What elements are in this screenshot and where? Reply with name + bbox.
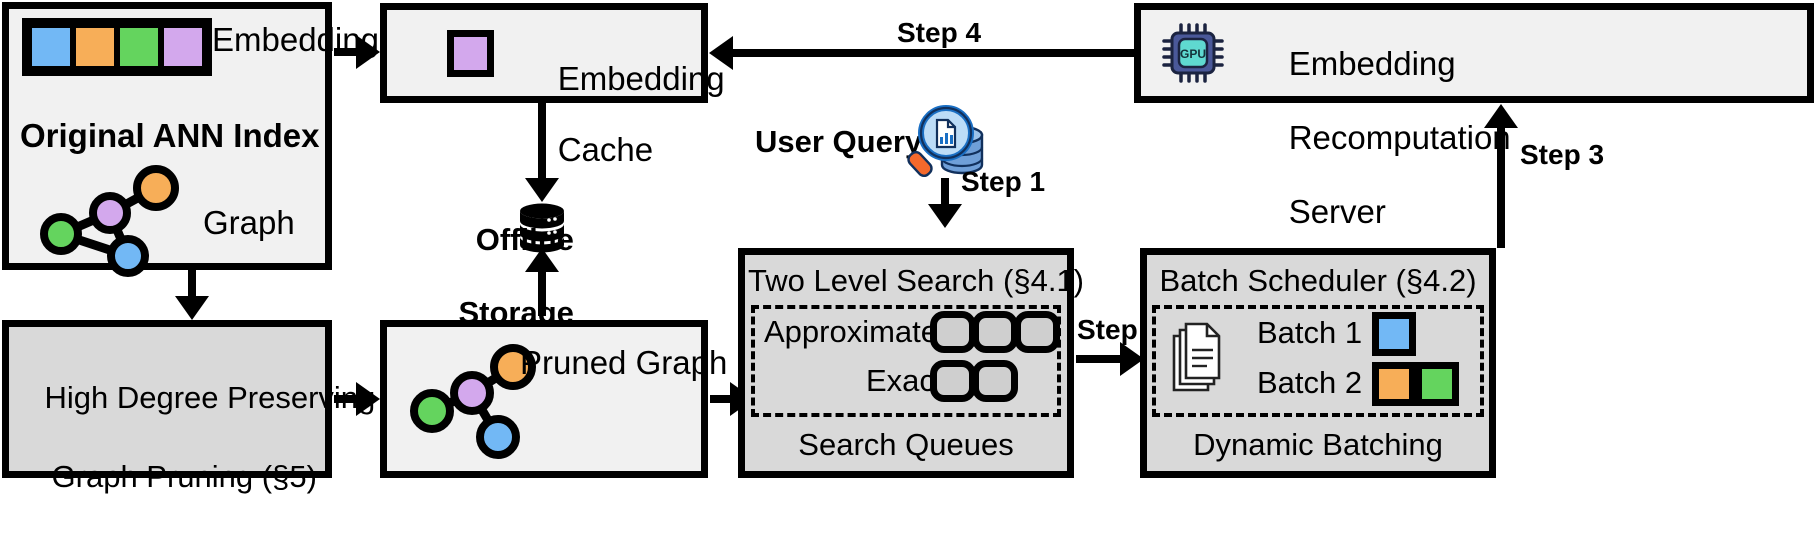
exact-queue-slot-1[interactable] <box>930 360 976 402</box>
arrow-step4-shaft <box>731 49 1137 57</box>
original-ann-index-title: Original ANN Index <box>20 117 320 154</box>
recomputation-server-title: Embedding Recomputation Server <box>1252 9 1511 268</box>
batch-1-item-1 <box>1372 312 1416 356</box>
search-queues-footer: Search Queues <box>798 427 1014 462</box>
graph-pruning-line1: High Degree Preserving <box>44 379 376 415</box>
arrow-pruning-to-prunedgraph-shaft <box>334 395 364 403</box>
embedding-cell-2 <box>73 25 117 69</box>
arrow-index-to-cache-head <box>356 35 380 69</box>
database-icon <box>519 203 565 253</box>
embedding-cache-swatch <box>447 30 494 77</box>
original-graph-icon <box>38 165 198 277</box>
arrow-step4-head <box>709 36 733 70</box>
recompute-title-line1: Embedding <box>1288 44 1456 82</box>
recomputation-server-box[interactable] <box>1134 3 1814 103</box>
batch-2-item-2 <box>1415 362 1459 406</box>
graph-pruning-box[interactable] <box>2 320 332 478</box>
magnifier-database-icon <box>906 105 988 183</box>
user-query-label: User Query <box>755 124 923 159</box>
arrow-prunedgraph-to-storage-shaft <box>538 268 546 316</box>
gpu-icon-text: GPU <box>1180 47 1206 61</box>
arrow-index-to-cache-shaft <box>334 48 364 56</box>
recompute-title-line2: Recomputation <box>1288 118 1511 156</box>
documents-stack-icon <box>1170 318 1222 400</box>
dynamic-batching-footer: Dynamic Batching <box>1193 427 1443 462</box>
graph-pruning-line2: Graph Pruning (§5) <box>51 459 317 495</box>
arrow-pruning-to-prunedgraph-head <box>356 382 380 416</box>
arrow-step1-shaft <box>941 178 949 208</box>
arrow-step3-shaft <box>1497 128 1505 248</box>
arrow-cache-to-storage-shaft <box>538 103 546 181</box>
pruned-graph-label: Pruned Graph <box>520 344 728 381</box>
step1-label: Step 1 <box>961 166 1046 197</box>
embedding-cache-title: Embedding Cache <box>521 25 725 203</box>
arrow-index-to-pruning-shaft <box>188 270 196 300</box>
graph-pruning-title: High Degree Preserving Graph Pruning (§5… <box>10 338 375 536</box>
embedding-cell-4 <box>161 25 205 69</box>
embedding-cell-1 <box>29 25 73 69</box>
batch-2-label: Batch 2 <box>1257 365 1363 400</box>
approximate-row-label: Approximate <box>764 314 939 349</box>
pruned-graph-icon <box>410 344 540 459</box>
arrow-cache-to-storage-head <box>525 178 559 202</box>
embedding-cache-box[interactable] <box>380 3 708 103</box>
arrow-index-to-pruning-head <box>175 296 209 320</box>
arrow-prunedgraph-to-search-shaft <box>710 395 738 403</box>
embedding-cache-title-line1: Embedding <box>557 59 725 97</box>
approximate-queue-slot-2[interactable] <box>972 311 1018 353</box>
step3-label: Step 3 <box>1520 139 1605 170</box>
arrow-step2-shaft <box>1076 355 1130 363</box>
batch-2-item-1 <box>1372 362 1416 406</box>
arrow-step3-head <box>1484 104 1518 128</box>
arrow-prunedgraph-to-storage-head <box>525 248 559 272</box>
exact-queue-slot-2[interactable] <box>972 360 1018 402</box>
dynamic-batching-dashed-region <box>1152 305 1484 417</box>
step4-label: Step 4 <box>897 17 982 48</box>
arrow-step1-head <box>928 204 962 228</box>
approximate-queue-slot-1[interactable] <box>930 311 976 353</box>
batch-1-label: Batch 1 <box>1257 315 1363 350</box>
approximate-queue-slot-3[interactable] <box>1014 311 1060 353</box>
two-level-search-box[interactable] <box>738 248 1074 478</box>
graph-label: Graph <box>203 204 295 241</box>
two-level-search-title: Two Level Search (§4.1) <box>748 263 1085 298</box>
diagram-canvas: Embedding Original ANN Index Graph Embed… <box>2 2 1814 494</box>
batch-scheduler-title: Batch Scheduler (§4.2) <box>1159 263 1477 298</box>
recompute-title-line3: Server <box>1288 192 1386 230</box>
search-queues-dashed-region <box>751 305 1061 417</box>
embedding-vector-strip <box>22 18 212 76</box>
gpu-chip-icon: GPU <box>1162 23 1228 83</box>
embedding-cell-3 <box>117 25 161 69</box>
embedding-cache-title-line2: Cache <box>557 130 654 168</box>
